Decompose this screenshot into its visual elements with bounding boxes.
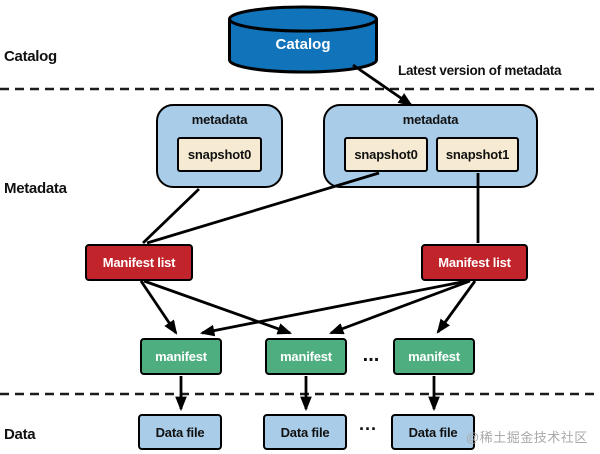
metadata-file-title-left: metadata (191, 112, 248, 127)
manifest-box-1: manifest (140, 338, 222, 375)
edge-mllist-left-to-manifest2 (143, 279, 293, 335)
manifest-list-box-left: Manifest list (85, 244, 193, 281)
edge-mllist-right-to-manifest3 (436, 280, 477, 334)
catalog-cylinder-label: Catalog (275, 36, 331, 53)
data-file-ellipsis: ··· (359, 419, 377, 439)
data-file-box-2: Data file (263, 414, 347, 450)
latest-version-annotation: Latest version of metadata (398, 63, 562, 78)
data-file-box-1: Data file (138, 414, 222, 450)
manifest-box-3: manifest (393, 338, 475, 375)
manifest-box-2: manifest (265, 338, 347, 375)
layer-label-metadata: Metadata (4, 180, 67, 197)
edge-metadata-left-to-manifestlist-left (142, 187, 200, 245)
edge-mllist-right-to-manifest1 (199, 279, 468, 337)
manifest-list-box-right: Manifest list (421, 244, 528, 281)
metadata-file-title-right: metadata (402, 112, 459, 127)
layer-label-catalog: Catalog (4, 48, 57, 65)
edge-mllist-left-to-manifest1 (139, 280, 178, 335)
snapshot0-box-right: snapshot0 (344, 137, 428, 172)
edge-mllist-right-to-manifest2 (328, 279, 471, 335)
snapshot0-box-left: snapshot0 (177, 137, 262, 172)
layer-label-data: Data (4, 426, 36, 443)
manifest-ellipsis: ... (362, 344, 380, 366)
data-file-box-3: Data file (391, 414, 475, 450)
snapshot1-box-right: snapshot1 (436, 137, 519, 172)
watermark: @稀土掘金技术社区 (466, 430, 588, 445)
